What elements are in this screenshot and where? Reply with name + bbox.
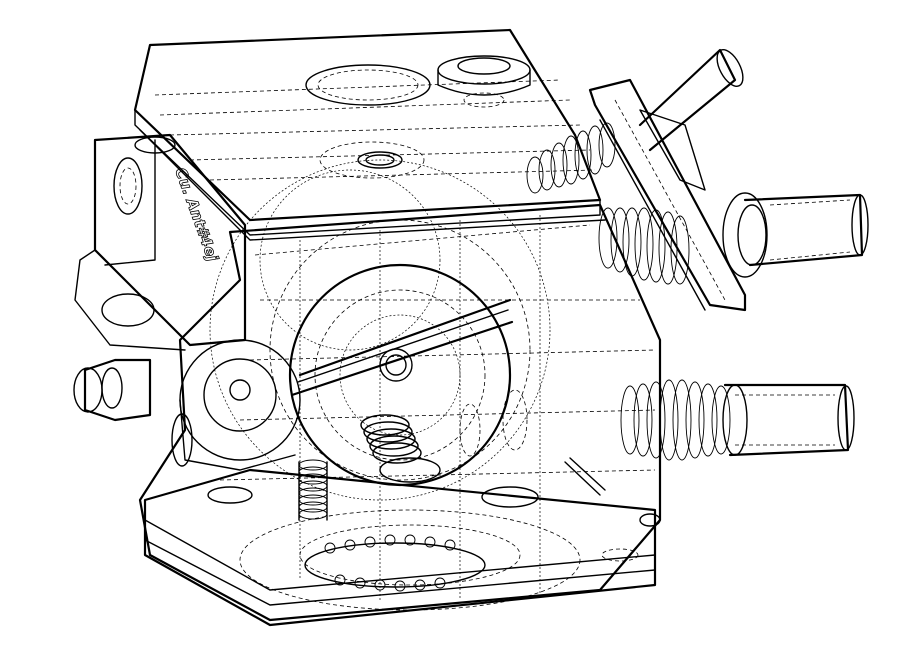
- bottom-base-plate: [143, 468, 657, 627]
- side-engraving-text: Cu. Ant#4ej: [171, 165, 222, 264]
- middle-right-spring: [598, 207, 690, 285]
- right-flange-plate: [588, 78, 747, 312]
- left-inlet-stub: [73, 358, 152, 422]
- left-side-block: Cu. Ant#4ej: [74, 133, 247, 351]
- middle-right-shaft: [722, 192, 869, 278]
- vertical-spring-left: [298, 459, 328, 521]
- lever-disc: [179, 339, 301, 471]
- small-details: [171, 389, 661, 527]
- carburetor-body: [138, 159, 662, 622]
- top-cover-plate: [133, 28, 606, 241]
- throttle-bore: [288, 263, 514, 487]
- top-boss: [437, 55, 531, 108]
- lower-right-spring: [620, 379, 731, 461]
- upper-right-shaft: [638, 48, 744, 152]
- lower-right-shaft: [722, 383, 855, 457]
- upper-right-spring: [526, 122, 616, 194]
- inner-spring-center: [360, 414, 441, 483]
